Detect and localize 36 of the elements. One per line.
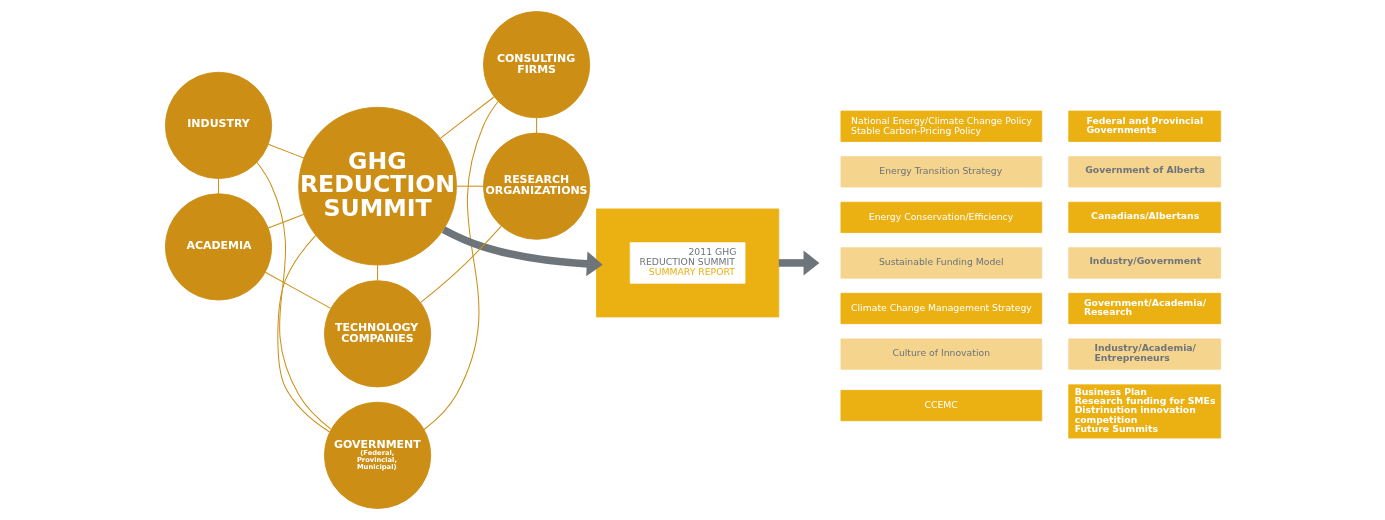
node-box: Climate Change Management Strategy — [840, 292, 1042, 325]
node-circle: CONSULTING FIRMS — [482, 11, 590, 119]
node-circle: GHG REDUCTION SUMMIT — [297, 106, 457, 266]
connector — [217, 178, 219, 195]
node-box: Sustainable Funding Model — [840, 247, 1042, 279]
connector — [535, 117, 537, 134]
node-box: Canadians/Albertans — [1067, 201, 1221, 233]
node-box: CCEMC — [840, 389, 1042, 422]
node-circle: ACADEMIA — [164, 193, 272, 301]
connector — [267, 213, 304, 229]
connector — [264, 271, 331, 309]
cluster — [595, 208, 779, 318]
node-box: Government of Alberta — [1067, 156, 1221, 188]
connector — [276, 234, 330, 433]
node-circle: RESEARCH ORGANIZATIONS — [482, 132, 590, 240]
node-box: 2011 GHG REDUCTION SUMMIT SUMMARY REPORT — [629, 242, 745, 284]
node-box: National Energy/Climate Change Policy Stable Carbon-Pricing Policy — [840, 110, 1042, 142]
node-box: Energy Transition Strategy — [840, 156, 1042, 188]
node-box: Federal and Provincial Governments — [1067, 110, 1221, 142]
node-box: Industry/Academia/ Entrepreneurs — [1067, 338, 1221, 370]
connector — [376, 264, 378, 281]
connector — [419, 225, 502, 303]
connector — [439, 96, 495, 139]
node-box: Business Plan Research funding for SMEs Distrinution innovation competition Future Summits — [1067, 384, 1221, 439]
connector — [423, 100, 499, 430]
arrow — [778, 250, 819, 276]
node-box: Industry/Government — [1067, 247, 1221, 279]
connector — [255, 161, 331, 430]
node-box: Government/Academia/ Research — [1067, 292, 1221, 325]
connector — [455, 185, 484, 187]
arrow — [441, 226, 603, 277]
node-box: Energy Conservation/Efficiency — [840, 201, 1042, 233]
connector — [267, 143, 304, 159]
node-circle: TECHNOLOGY COMPANIES — [323, 280, 431, 388]
node-circle: INDUSTRY — [164, 71, 272, 179]
node-box: Culture of Innovation — [840, 338, 1042, 370]
